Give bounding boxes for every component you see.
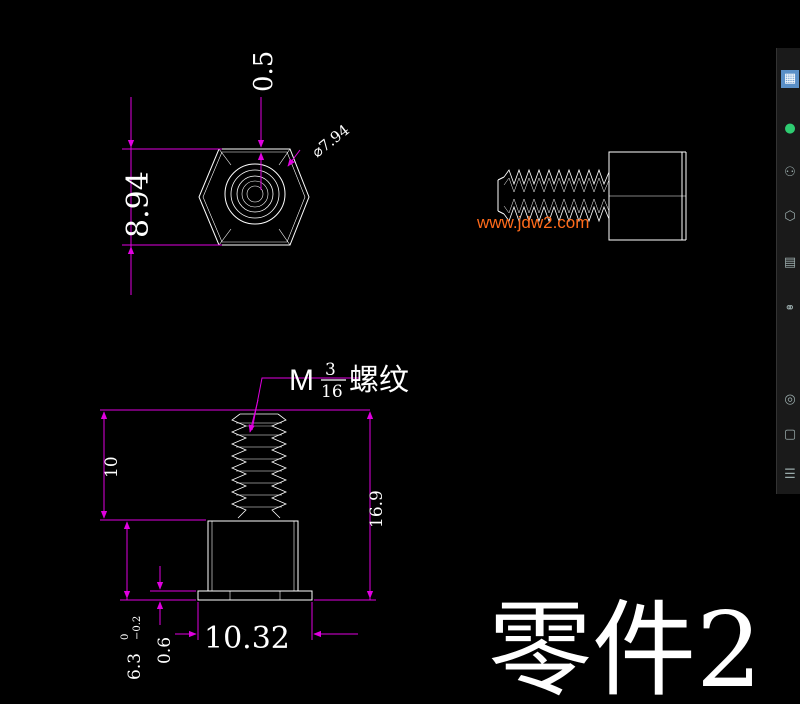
menu-icon[interactable]: ☰: [784, 467, 796, 482]
front-thread-left: [230, 413, 248, 519]
front-flange: [197, 590, 313, 601]
bore-inner: [246, 185, 264, 203]
dim-overall-length: 16.9: [367, 490, 387, 528]
dim-tol-lower: −0.2: [132, 616, 143, 640]
front-view-dimensions: [100, 377, 376, 640]
page-icon[interactable]: ▢: [783, 427, 797, 442]
side-thread: [503, 168, 610, 186]
chat-icon[interactable]: ●: [784, 121, 796, 136]
hex-outline: [198, 148, 310, 246]
dim-thread-length: 10: [102, 456, 122, 478]
cube-icon[interactable]: ⬡: [784, 209, 796, 224]
side-view: [497, 151, 687, 241]
hex-inner: [202, 151, 306, 243]
dim-tol-upper: 0: [120, 634, 131, 640]
thread-label-prefix: M: [289, 364, 314, 397]
top-view-dimensions: [122, 97, 301, 295]
dim-hex-height: 8.94: [121, 171, 156, 238]
drawing-title: 零件2: [488, 589, 762, 704]
link-icon[interactable]: ⚭: [784, 301, 796, 316]
image-icon[interactable]: ▦: [781, 70, 799, 88]
watermark: www.jdw2.com: [476, 213, 589, 232]
thread-label-denominator: 16: [321, 382, 343, 402]
front-body: [207, 520, 299, 592]
doc-icon[interactable]: ▤: [783, 255, 797, 270]
dim-body-height: 6.3: [125, 653, 145, 680]
user-icon[interactable]: ⚇: [784, 165, 796, 180]
thread-label-suffix: 螺纹: [349, 364, 409, 397]
dim-hex-diameter: ⌀7.94: [308, 121, 353, 161]
front-thread-right: [270, 413, 288, 519]
dim-base-width: 10.32: [204, 621, 290, 656]
side-panel: ▦ ● ⚇ ⬡ ▤ ⚭ ◎ ▢ ☰: [776, 48, 800, 494]
thread-label-numerator: 3: [325, 360, 336, 380]
dim-flange-thickness: 0.6: [155, 637, 175, 664]
info-icon[interactable]: ◎: [784, 392, 796, 407]
front-view: [197, 413, 313, 601]
top-view: [198, 148, 310, 246]
dim-top-offset: 0.5: [249, 51, 279, 92]
bore-outer: [224, 163, 286, 225]
